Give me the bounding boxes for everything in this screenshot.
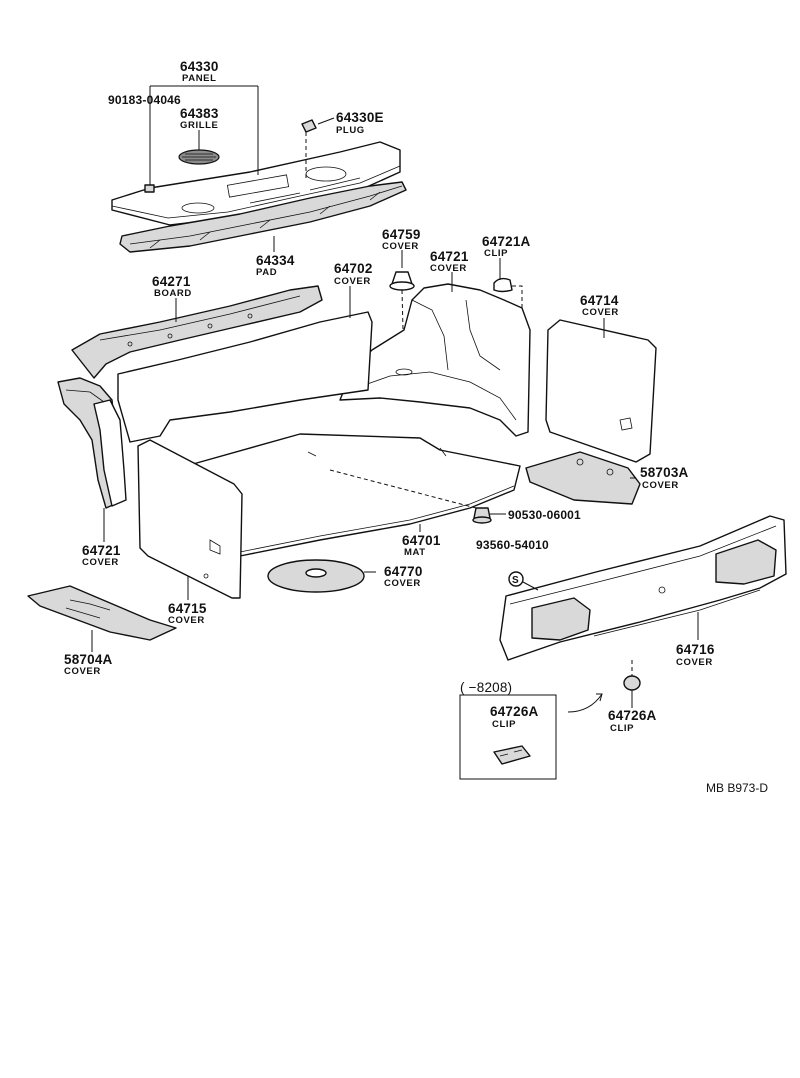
part-name: COVER xyxy=(64,666,101,677)
part-number: 64383 xyxy=(180,106,219,121)
part-name: COVER xyxy=(430,263,467,274)
screw-93560-drawing: S xyxy=(508,571,539,591)
label-64721-top: 64721 COVER xyxy=(430,249,469,274)
label-58704a: 58704A COVER xyxy=(64,652,113,677)
part-number: 64330 xyxy=(180,59,219,74)
diagram-code: MB B973-D xyxy=(706,781,768,795)
part-number: 90183-04046 xyxy=(108,93,181,107)
part-name: COVER xyxy=(334,276,371,287)
cover-64759-drawing xyxy=(389,271,415,371)
part-number: 64702 xyxy=(334,261,373,276)
label-64701: 64701 MAT xyxy=(402,533,441,558)
label-90530: 90530-06001 xyxy=(508,508,581,522)
label-64716: 64716 COVER xyxy=(676,642,715,668)
fastener-90183-drawing xyxy=(144,184,155,193)
part-name: CLIP xyxy=(610,723,634,734)
board-64271-drawing xyxy=(71,285,323,379)
part-number: 64770 xyxy=(384,564,423,579)
cover-64721-right-drawing xyxy=(339,283,531,437)
label-64770: 64770 COVER xyxy=(384,564,423,589)
plug-64330e-drawing xyxy=(301,119,317,133)
part-number: 64716 xyxy=(676,642,715,657)
label-58703a: 58703A COVER xyxy=(640,465,689,491)
clip-64721a-drawing xyxy=(493,277,523,310)
part-name: CLIP xyxy=(492,719,516,730)
label-64726a-inset: 64726A CLIP xyxy=(490,704,539,730)
part-number: 64726A xyxy=(608,708,657,723)
part-number: 93560-54010 xyxy=(476,538,549,552)
clip-64726a-drawing xyxy=(623,660,641,691)
part-number: 90530-06001 xyxy=(508,508,581,522)
label-93560: 93560-54010 xyxy=(476,538,549,552)
part-name: COVER xyxy=(168,615,205,626)
part-number: 64330E xyxy=(336,110,384,125)
label-64334: 64334 PAD xyxy=(256,253,295,278)
cover-64714-drawing xyxy=(545,319,657,463)
label-64715: 64715 COVER xyxy=(168,601,207,626)
cover-64721-left-drawing xyxy=(57,377,127,509)
label-64702: 64702 COVER xyxy=(334,261,373,287)
part-name: COVER xyxy=(582,307,619,318)
cover-58703a-drawing xyxy=(525,451,641,505)
part-number: 64759 xyxy=(382,227,421,242)
fastener-90530-drawing xyxy=(329,469,492,524)
part-number: 64334 xyxy=(256,253,295,268)
part-name: COVER xyxy=(676,657,713,668)
part-number: 64721A xyxy=(482,234,531,249)
label-64271: 64271 BOARD xyxy=(152,274,192,299)
part-name: BOARD xyxy=(154,288,192,299)
part-number: 64721 xyxy=(82,543,121,558)
part-number: 58704A xyxy=(64,652,113,667)
part-name: COVER xyxy=(382,241,419,252)
part-name: COVER xyxy=(384,578,421,589)
label-64714: 64714 COVER xyxy=(580,293,619,318)
label-64721-left: 64721 COVER xyxy=(82,543,121,568)
part-number: 58703A xyxy=(640,465,689,480)
label-date-range: ( −8208) xyxy=(460,680,512,695)
part-name: PAD xyxy=(256,267,277,278)
part-name: GRILLE xyxy=(180,120,218,131)
part-number: 64714 xyxy=(580,293,619,308)
label-90183: 90183-04046 xyxy=(108,93,181,107)
cover-58704a-drawing xyxy=(27,585,177,641)
part-number: 64721 xyxy=(430,249,469,264)
part-name: CLIP xyxy=(484,248,508,259)
grille-64383-drawing xyxy=(178,149,220,165)
cover-64702-drawing xyxy=(117,311,373,443)
label-64721a: 64721A CLIP xyxy=(482,234,531,259)
panel-64330-drawing xyxy=(111,141,401,226)
label-64759: 64759 COVER xyxy=(382,227,421,252)
part-number: 64701 xyxy=(402,533,441,548)
leader-lines xyxy=(91,85,699,708)
part-number: 64726A xyxy=(490,704,539,719)
part-name: PLUG xyxy=(336,125,365,136)
inset-box xyxy=(459,693,603,780)
label-64330e: 64330E PLUG xyxy=(336,110,384,136)
pad-64334-drawing xyxy=(119,181,407,253)
label-64383: 64383 GRILLE xyxy=(180,106,219,131)
svg-text:S: S xyxy=(512,575,519,586)
part-name: COVER xyxy=(642,480,679,491)
part-number: 64715 xyxy=(168,601,207,616)
label-64330: 64330 PANEL xyxy=(180,59,219,84)
part-name: COVER xyxy=(82,557,119,568)
cover-64770-drawing xyxy=(267,559,365,593)
part-name: PANEL xyxy=(182,73,217,84)
cover-64715-drawing xyxy=(137,439,243,599)
part-number: 64271 xyxy=(152,274,191,289)
cover-64716-drawing xyxy=(499,515,787,661)
part-name: MAT xyxy=(404,547,426,558)
label-64726a: 64726A CLIP xyxy=(608,708,657,734)
date-range: ( −8208) xyxy=(460,680,512,695)
